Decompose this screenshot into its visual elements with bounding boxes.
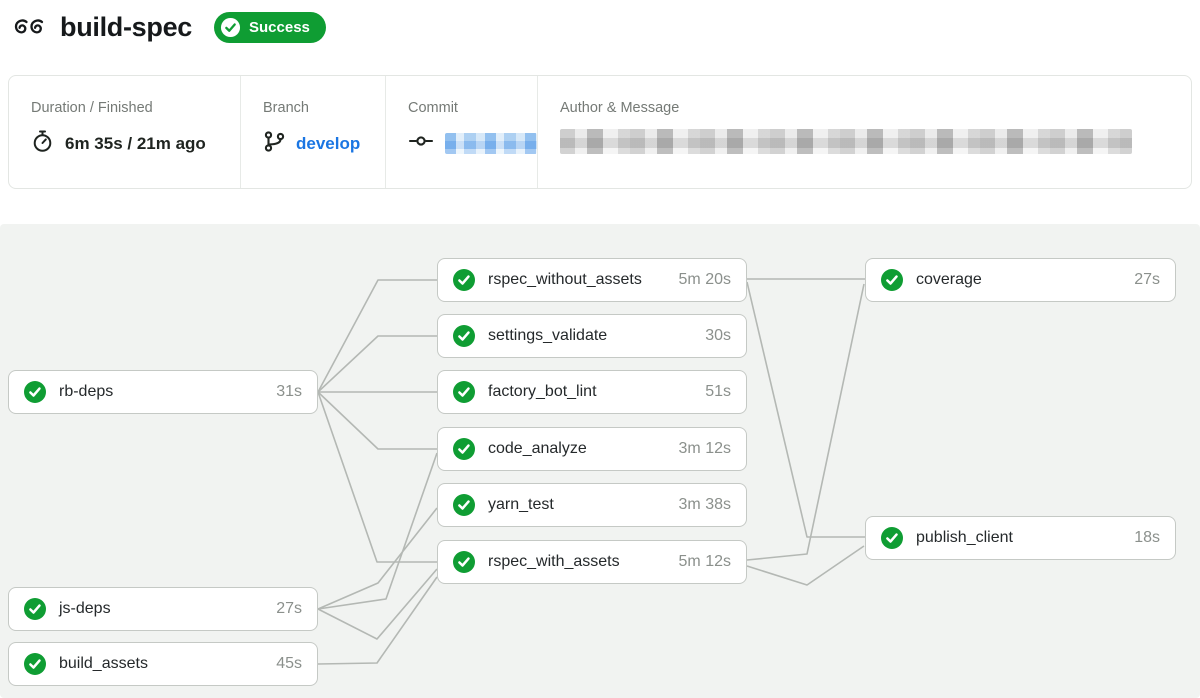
- job-success-icon: [453, 381, 475, 403]
- job-name: code_analyze: [488, 440, 587, 457]
- job-name: js-deps: [59, 600, 111, 617]
- job-name: rspec_without_assets: [488, 271, 642, 288]
- edge-js-deps-to-rspec_with_assets: [317, 568, 438, 640]
- job-node-js-deps[interactable]: js-deps 27s: [8, 587, 318, 631]
- job-name: factory_bot_lint: [488, 383, 597, 400]
- job-node-publish_client[interactable]: publish_client 18s: [865, 516, 1176, 560]
- commit-label: Commit: [408, 100, 458, 116]
- job-duration: 30s: [705, 327, 731, 344]
- meta-duration-section: Duration / Finished 6m 35s / 21m ago: [9, 76, 241, 188]
- job-name: rb-deps: [59, 383, 114, 400]
- job-node-rb-deps[interactable]: rb-deps 31s: [8, 370, 318, 414]
- job-success-icon: [453, 269, 475, 291]
- job-node-yarn_test[interactable]: yarn_test 3m 38s: [437, 483, 747, 527]
- meta-branch-section: Branch develop: [241, 76, 386, 188]
- job-node-coverage[interactable]: coverage 27s: [865, 258, 1176, 302]
- status-badge: Success: [214, 12, 326, 43]
- job-duration: 51s: [705, 383, 731, 400]
- job-success-icon: [881, 527, 903, 549]
- job-duration: 18s: [1134, 529, 1160, 546]
- build-meta-card: Duration / Finished 6m 35s / 21m ago Bra…: [8, 75, 1192, 189]
- page-header: build-spec Success: [12, 12, 326, 43]
- job-duration: 27s: [276, 600, 302, 617]
- commit-hash-redacted[interactable]: [445, 133, 537, 154]
- job-name: coverage: [916, 271, 982, 288]
- job-success-icon: [881, 269, 903, 291]
- job-duration: 5m 20s: [678, 271, 731, 288]
- job-node-code_analyze[interactable]: code_analyze 3m 12s: [437, 427, 747, 471]
- edge-js-deps-to-code_analyze: [317, 452, 438, 610]
- job-success-icon: [453, 325, 475, 347]
- dependency-edges: [317, 278, 865, 665]
- duration-value: 6m 35s / 21m ago: [65, 133, 206, 153]
- job-node-rspec_without_assets[interactable]: rspec_without_assets 5m 20s: [437, 258, 747, 302]
- edge-rspec_with_assets-to-coverage: [746, 283, 865, 561]
- pipeline-graph-panel: rb-deps 31s js-deps 27s build_assets 45s…: [0, 224, 1200, 698]
- success-check-icon: [220, 17, 241, 38]
- job-duration: 5m 12s: [678, 553, 731, 570]
- git-branch-icon: [263, 129, 285, 158]
- branch-link[interactable]: develop: [296, 133, 361, 153]
- branch-label: Branch: [263, 100, 309, 116]
- duration-label: Duration / Finished: [31, 100, 153, 116]
- stopwatch-icon: [31, 129, 54, 158]
- job-success-icon: [24, 653, 46, 675]
- edge-rb-deps-to-rspec_with_assets: [317, 391, 437, 563]
- job-duration: 3m 38s: [678, 496, 731, 513]
- commit-icon: [408, 129, 434, 158]
- job-node-factory_bot_lint[interactable]: factory_bot_lint 51s: [437, 370, 747, 414]
- job-name: build_assets: [59, 655, 148, 672]
- job-node-settings_validate[interactable]: settings_validate 30s: [437, 314, 747, 358]
- author-message-redacted: [560, 129, 1132, 154]
- job-success-icon: [24, 598, 46, 620]
- edge-build_assets-to-rspec_with_assets: [317, 576, 438, 665]
- edge-rspec_without_assets-to-publish_client: [746, 281, 865, 538]
- job-success-icon: [24, 381, 46, 403]
- job-node-build_assets[interactable]: build_assets 45s: [8, 642, 318, 686]
- edge-rb-deps-to-code_analyze: [317, 391, 437, 450]
- job-name: settings_validate: [488, 327, 608, 344]
- page-title: build-spec: [60, 12, 193, 42]
- edge-rb-deps-to-settings_validate: [317, 335, 437, 393]
- job-success-icon: [453, 438, 475, 460]
- edge-rspec_with_assets-to-publish_client: [746, 545, 865, 586]
- meta-author-section: Author & Message: [538, 76, 1191, 188]
- job-duration: 31s: [276, 383, 302, 400]
- job-duration: 3m 12s: [678, 440, 731, 457]
- job-name: publish_client: [916, 529, 1013, 546]
- job-success-icon: [453, 494, 475, 516]
- edge-js-deps-to-yarn_test: [317, 507, 438, 610]
- job-name: rspec_with_assets: [488, 553, 620, 570]
- job-node-rspec_with_assets[interactable]: rspec_with_assets 5m 12s: [437, 540, 747, 584]
- meta-commit-section: Commit: [386, 76, 538, 188]
- job-name: yarn_test: [488, 496, 554, 513]
- job-duration: 45s: [276, 655, 302, 672]
- job-duration: 27s: [1134, 271, 1160, 288]
- pipeline-icon: [12, 14, 46, 42]
- status-badge-label: Success: [249, 19, 310, 36]
- job-success-icon: [453, 551, 475, 573]
- edge-rb-deps-to-rspec_without_assets: [317, 279, 437, 393]
- author-message-label: Author & Message: [560, 100, 680, 116]
